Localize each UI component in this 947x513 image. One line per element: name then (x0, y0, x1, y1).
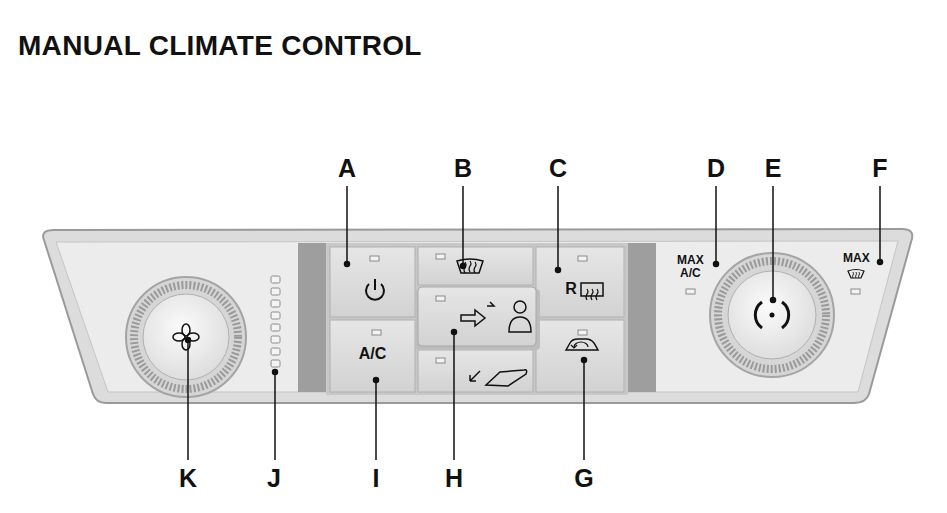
led-segment (271, 360, 280, 367)
button-caption: MAX A/C (677, 254, 704, 279)
callout-letter: C (538, 153, 578, 183)
button-caption: R (562, 281, 580, 298)
button-caption: MAX (843, 252, 870, 265)
callout-letter: K (168, 463, 208, 493)
callout-holder: F (860, 153, 900, 183)
callout-letter: G (564, 463, 604, 493)
callout-holder: B (443, 153, 483, 183)
callout-holder: D (696, 153, 736, 183)
caption-holder: A/C (330, 346, 415, 363)
caption-holder: R (562, 281, 580, 298)
callout-letter: F (860, 153, 900, 183)
rear-defrost-button: R (536, 247, 624, 317)
button-caption: A/C (330, 346, 415, 363)
led-segment (271, 312, 280, 319)
led-segment (271, 300, 280, 307)
control-panel: MAX A/C MAX A/C R (40, 228, 918, 406)
caption-holder: MAX (843, 252, 870, 265)
title-holder: MANUAL CLIMATE CONTROL (18, 30, 422, 62)
ac-button: A/C (330, 320, 415, 392)
callout-holder: J (254, 463, 294, 493)
led-segment (271, 336, 280, 343)
callout-letter: E (753, 153, 793, 183)
caption-holder: MAX A/C (677, 254, 704, 279)
callout-letter: I (356, 463, 396, 493)
callout-holder: A (327, 153, 367, 183)
diagram-title: MANUAL CLIMATE CONTROL (18, 30, 422, 62)
callout-holder: H (434, 463, 474, 493)
callout-holder: G (564, 463, 604, 493)
led-segment (271, 288, 280, 295)
led-segment (271, 348, 280, 355)
led-segment (271, 324, 280, 331)
callout-holder: K (168, 463, 208, 493)
led-segment (271, 276, 280, 283)
callout-holder: E (753, 153, 793, 183)
callout-letter: B (443, 153, 483, 183)
callout-letter: D (696, 153, 736, 183)
callout-letter: H (434, 463, 474, 493)
callout-letter: J (254, 463, 294, 493)
callout-holder: I (356, 463, 396, 493)
callout-holder: C (538, 153, 578, 183)
callout-letter: A (327, 153, 367, 183)
